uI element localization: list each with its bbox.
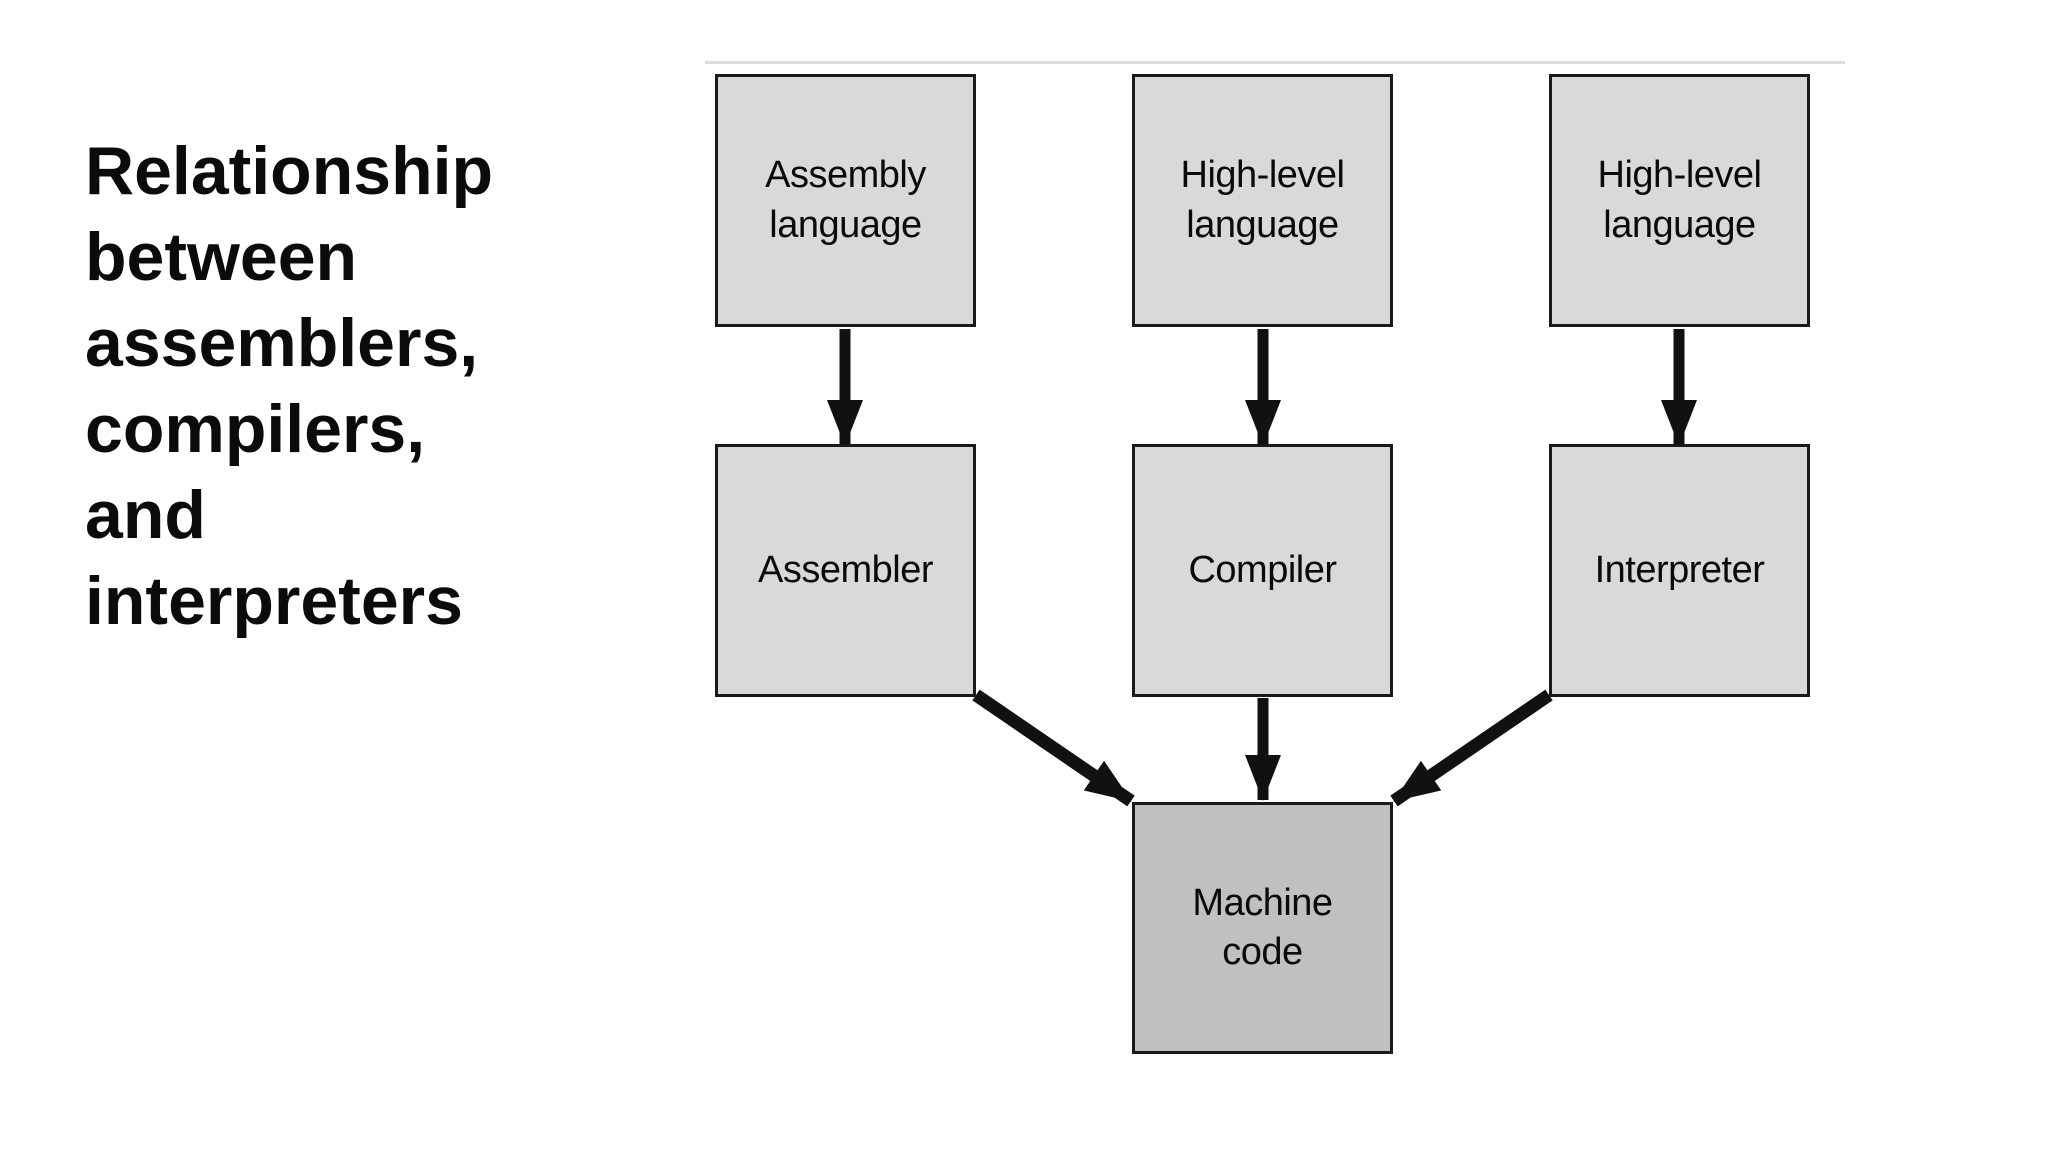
- high-level-language-box-compiler: High-level language: [1132, 74, 1393, 327]
- assembler-box: Assembler: [715, 444, 976, 697]
- interpreter-box: Interpreter: [1549, 444, 1810, 697]
- compiler-box: Compiler: [1132, 444, 1393, 697]
- arrow-assembler-to-machine-code: [972, 689, 1135, 807]
- arrow-interpreter-to-machine-code: [1390, 689, 1553, 807]
- slide-title: Relationship between assemblers, compile…: [85, 133, 494, 639]
- high-level-language-box-interpreter: High-level language: [1549, 74, 1810, 327]
- machine-code-box: Machine code: [1132, 802, 1393, 1054]
- assembly-language-box: Assembly language: [715, 74, 976, 327]
- top-divider-line: [705, 61, 1845, 64]
